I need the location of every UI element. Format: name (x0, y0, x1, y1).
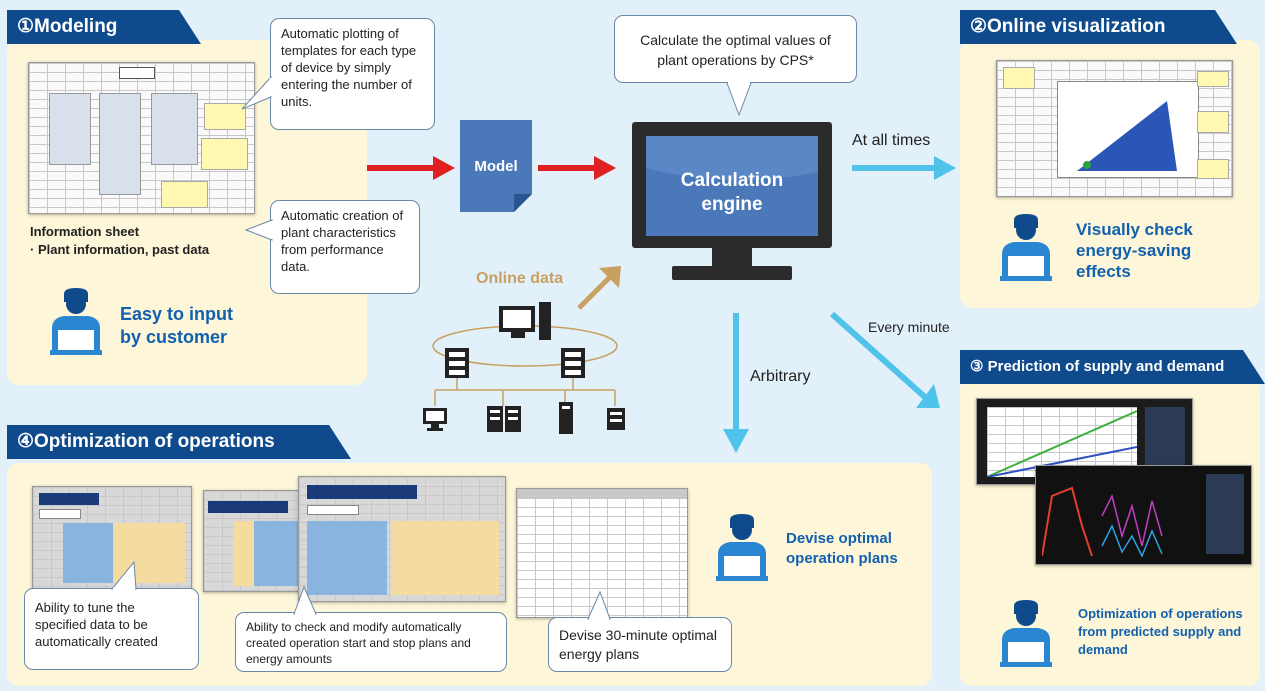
prediction-tab: ③ Prediction of supply and demand (960, 350, 1265, 384)
opt1-buttons (39, 509, 81, 519)
arrow-engine-to-visualization (852, 156, 956, 180)
callout-cps-pointer (726, 81, 752, 117)
prediction-screenshot-2 (1035, 465, 1252, 565)
callout-characteristics-pointer (244, 219, 274, 241)
arrow-sheet-to-model (367, 156, 455, 180)
sheet-note-3 (161, 181, 208, 208)
callout-templates: Automatic plotting of templates for each… (270, 18, 435, 130)
engine-label-1: Calculation (680, 170, 784, 191)
customer-text-1: Easy to input (120, 304, 234, 324)
server-right-icon (561, 348, 585, 378)
devise-text-2: operation plans (786, 550, 898, 567)
engine-label-2: engine (701, 194, 763, 215)
model-label: Model (474, 158, 518, 175)
sheet-table-1 (49, 93, 91, 165)
callout-templates-pointer (241, 75, 273, 110)
prediction-text-2: from predicted supply and (1078, 624, 1242, 639)
optimization-tab: ④Optimization of operations (7, 425, 351, 459)
calculation-engine-monitor (632, 122, 832, 280)
optimization-screenshot-2 (203, 490, 305, 592)
prediction-text-1: Optimization of operations (1078, 606, 1243, 621)
opt2-header (208, 501, 288, 513)
opt2-yellow (234, 521, 254, 586)
optimization-person-icon (716, 514, 768, 581)
callout-plans-pointer (587, 590, 611, 620)
viz-plot (1077, 101, 1177, 171)
opt3-yellow-block (391, 521, 499, 595)
prediction-person-icon (1000, 600, 1052, 667)
arrow-engine-to-optimization (723, 313, 749, 453)
callout-tune: Ability to tune the specified data to be… (24, 588, 199, 670)
arrow-engine-to-prediction (830, 311, 940, 408)
at-all-times-label: At all times (852, 132, 931, 149)
customer-person-icon (50, 288, 102, 355)
viz-note-4 (1197, 159, 1229, 179)
server-left-icon (445, 348, 469, 378)
arbitrary-label: Arbitrary (750, 368, 811, 385)
visualization-text-1: Visually check (1076, 220, 1193, 239)
opt3-blue-block (307, 521, 387, 595)
opt1-blue-block (63, 523, 113, 583)
sheet-header-box (119, 67, 155, 79)
callout-tune-pointer (110, 560, 137, 590)
information-sheet-screenshot (28, 62, 255, 214)
visualization-tab: ②Online visualization (960, 10, 1237, 44)
callout-check-pointer (293, 585, 317, 615)
prediction-sidebar-2 (1206, 474, 1244, 554)
model-document-icon (460, 120, 532, 212)
opt1-header (39, 493, 99, 505)
visualization-text-3: effects (1076, 262, 1131, 281)
optimization-screenshot-3 (298, 476, 506, 602)
callout-plans: Devise 30-minute optimal energy plans (548, 617, 732, 672)
arrow-model-to-engine (538, 156, 616, 180)
opt4-header (517, 489, 687, 499)
callout-check: Ability to check and modify automaticall… (235, 612, 507, 672)
prediction-lines-2 (1042, 486, 1163, 558)
viz-note-3 (1197, 111, 1229, 133)
prediction-text-3: demand (1078, 642, 1128, 657)
visualization-text-2: energy-saving (1076, 241, 1192, 260)
info-sheet-title: Information sheet (30, 224, 140, 239)
sheet-note-2 (201, 138, 248, 170)
online-data-label: Online data (476, 270, 564, 287)
network-diagram (423, 302, 625, 434)
info-sheet-subtitle: · Plant information, past data (30, 242, 210, 257)
client-monitor-icon (423, 408, 447, 431)
modeling-tab: ①Modeling (7, 10, 201, 44)
sheet-note-1 (204, 103, 246, 130)
arrow-online-to-engine (577, 266, 621, 310)
client-tower-icon (559, 402, 573, 434)
sheet-table-2 (99, 93, 141, 195)
client-server-pair-icon (487, 406, 521, 432)
visualization-person-icon (1000, 214, 1052, 281)
optimization-screenshot-1 (32, 486, 192, 592)
sheet-table-3 (151, 93, 198, 165)
callout-cps: Calculate the optimal values of plant op… (614, 15, 857, 83)
client-server-small-icon (607, 408, 625, 430)
opt3-header (307, 485, 417, 499)
customer-text-2: by customer (120, 327, 228, 347)
devise-text-1: Devise optimal (786, 530, 892, 547)
opt2-blue (254, 521, 299, 586)
visualization-screenshot (996, 60, 1233, 197)
callout-characteristics: Automatic creation of plant characterist… (270, 200, 420, 294)
viz-note-2 (1197, 71, 1229, 87)
opt3-buttons (307, 505, 359, 515)
server-pc-icon (499, 302, 551, 340)
every-minute-label: Every minute (868, 319, 950, 335)
prediction-lines-1 (987, 410, 1137, 477)
viz-note-1 (1003, 67, 1035, 89)
